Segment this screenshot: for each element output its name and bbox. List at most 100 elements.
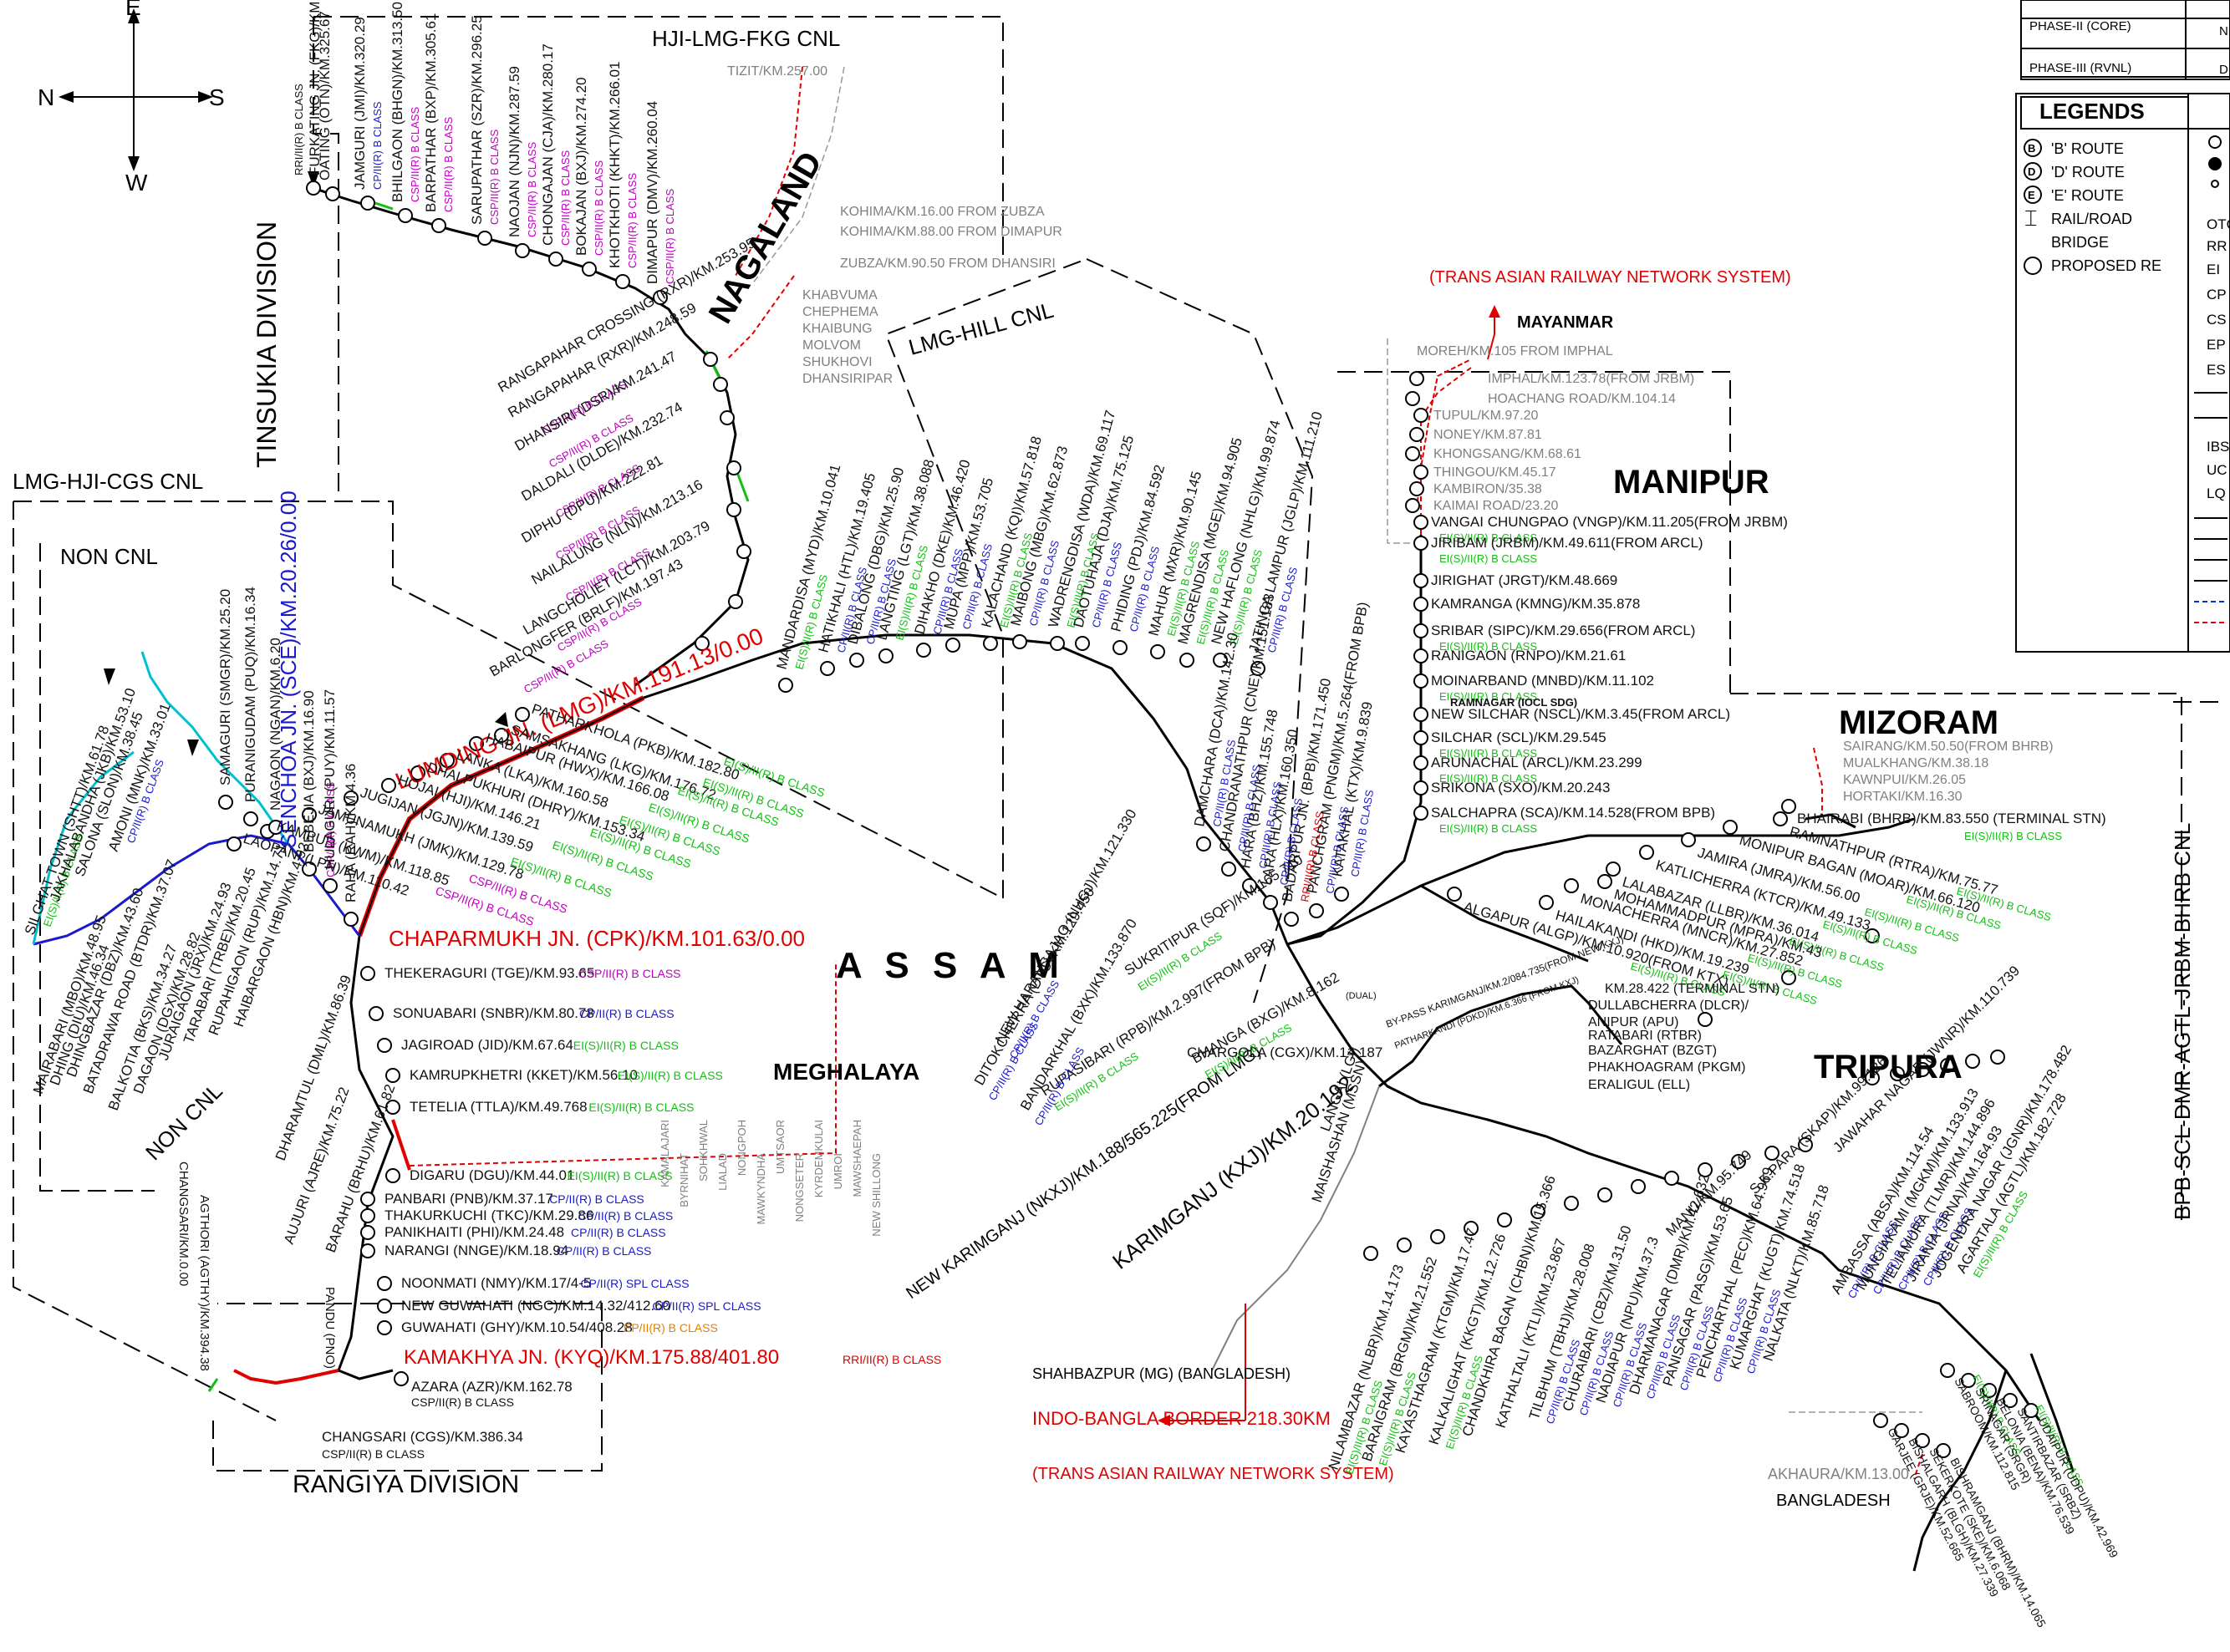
station-hulaguri-puy-km-11-57-node[interactable] (323, 878, 338, 893)
station-langting-lgt-km-38-088-node[interactable] (878, 648, 894, 663)
station-mahur-mxr-km-90-145-node[interactable] (1150, 644, 1165, 659)
station-hailakandi-hkd-km-19-239-node[interactable] (1539, 895, 1554, 910)
station-bhilgaon-bhgn-km-313-50-node[interactable] (398, 208, 413, 223)
manipur-grey-4-node[interactable] (1409, 427, 1424, 442)
station-silchar-scl-km-29-545-node[interactable] (1413, 730, 1428, 745)
station-vangai-chungpao-vngp-km-11-205-from-jrbm-node[interactable] (1413, 515, 1428, 530)
station-sarupathar-szr-km-296-25-node[interactable] (477, 231, 492, 246)
station-mungiakami-mgkm-km-133-913-node[interactable] (1890, 1066, 1905, 1081)
station-kumarghat-kugt-km-74-518-node[interactable] (1764, 1146, 1779, 1161)
station-bokajan-bxj-km-274-20-node[interactable] (582, 262, 597, 277)
station-furkating-node[interactable] (306, 180, 321, 196)
station-lara-hlx-km-160-350-node[interactable] (1263, 895, 1278, 910)
station-new-silchar-nscl-km-3-45-from-arcl-node[interactable] (1413, 707, 1428, 722)
station-tetelia-ttla-km-49-768-node[interactable] (385, 1100, 400, 1115)
station-diphu-dpu-km-222-81-node[interactable] (726, 502, 741, 517)
station-jirighat-jrgt-km-48-669-node[interactable] (1413, 573, 1428, 588)
station-laopani-lpn-km-110-42-node[interactable] (227, 836, 242, 851)
station-phiding-pdj-km-84-592-node[interactable] (1112, 640, 1128, 655)
station-kayasthagram-ktgm-km-17-47-node[interactable] (1430, 1229, 1445, 1244)
station-ambassa-absa-km-114-54-node[interactable] (1865, 1070, 1880, 1085)
station-naojan-njn-km-287-59-node[interactable] (515, 243, 530, 258)
station-chandranathpur-cne-km-151-183-node[interactable] (1221, 862, 1236, 877)
station-santirbazar-srbz-node[interactable] (2003, 1393, 2018, 1408)
station-baraigram-brgm-km-21-552-node[interactable] (1397, 1238, 1412, 1253)
station-katlicherra-ktcr-km-49-133-node[interactable] (1639, 845, 1654, 860)
station-dhansiri-dsr-km-241-47-node[interactable] (720, 410, 735, 425)
manipur-grey-5-node[interactable] (1405, 446, 1420, 461)
station-jamunamukh-jmk-km-129-78-node[interactable] (302, 807, 317, 822)
station-damchara-dca-km-142-30-node[interactable] (1196, 836, 1211, 851)
station-ramnathpur-rtra-km-75-77-node[interactable] (1773, 811, 1788, 826)
station-kathaltali-ktli-km-23-867-node[interactable] (1530, 1204, 1545, 1219)
station-dhalpukhuri-dhry-km-153-34-node[interactable] (410, 765, 425, 780)
station-mupa-mpp-km-53-705-node[interactable] (945, 638, 960, 653)
station-wadrengdisa-wda-km-69-117-node[interactable] (1050, 636, 1065, 651)
station-new-haflong-nhlg-km-99-874-node[interactable] (1213, 653, 1228, 668)
station-nagaon-ngan-km-6-20-node[interactable] (268, 820, 283, 835)
manipur-grey-7-node[interactable] (1409, 481, 1424, 496)
station-guwahati-ghy-km-10-54-408-28-node[interactable] (377, 1320, 392, 1335)
station-thekeraguri-tge-km-93-65-node[interactable] (360, 966, 375, 981)
manipur-grey-2-node[interactable] (1405, 391, 1420, 406)
station-thakurkuchi-tkc-km-29-86-node[interactable] (360, 1208, 375, 1223)
station-kalachand-kqi-km-57-818-node[interactable] (983, 636, 998, 651)
station-jamguri-jmi-km-320-29-node[interactable] (360, 196, 375, 211)
station-bhairabi-bhrb-km-83-550-terminal-stn-node[interactable] (1781, 799, 1796, 814)
station-arunachal-arcl-km-23-299-node[interactable] (1413, 755, 1428, 770)
station-narangi-nnge-km-18-94-node[interactable] (360, 1243, 375, 1258)
station-srikona-sxo-km-20-243-node[interactable] (1413, 780, 1428, 796)
station-sekerkote-ske-km-6-068-node[interactable] (1915, 1433, 1930, 1448)
station-panisagar-pasg-km-53-65-node[interactable] (1698, 1162, 1713, 1177)
station-panbari-pnb-km-37-17-node[interactable] (360, 1192, 375, 1207)
station-daldali-dlde-km-232-74-node[interactable] (726, 460, 741, 475)
station-moinarband-mnbd-km-11-102-node[interactable] (1413, 674, 1428, 689)
station-puranigudam-puq-km-16-34-node[interactable] (243, 811, 258, 826)
station-nadiapur-npu-km-37-3-node[interactable] (1631, 1179, 1646, 1194)
station-jogendra-nagar-jgnr-km-178-482-node[interactable] (1965, 1054, 1980, 1069)
station-kamranga-kmng-km-35-878-node[interactable] (1413, 597, 1428, 612)
station-patharkhola-pkb-km-182-80-node[interactable] (515, 707, 530, 722)
station-daotuhaja-dja-km-75-125-node[interactable] (1075, 636, 1090, 651)
station-manu-km-95-749-node[interactable] (1698, 1012, 1713, 1027)
station-belonia-bena-km-76-539-node[interactable] (1982, 1383, 1997, 1398)
station-sribar-sipc-km-29-656-from-arcl-node[interactable] (1413, 623, 1428, 638)
station-langcholiet-lct-km-203-79-node[interactable] (728, 594, 743, 609)
station-jugijan-jgjn-km-139-59-node[interactable] (344, 790, 359, 806)
station-jatinga-lampur-jglp-km-111-210-node[interactable] (1250, 661, 1265, 676)
station-ranigaon-rnpo-km-21-61-node[interactable] (1413, 648, 1428, 663)
station-magrendisa-mge-km-94-905-node[interactable] (1179, 653, 1194, 668)
station-jirania-jrna-km-164-93-node[interactable] (1940, 1058, 1955, 1073)
station-rangapahar-rxr-km-248-59-node[interactable] (713, 377, 728, 392)
station-monacherra-mncr-km-27-852-node[interactable] (1564, 878, 1579, 893)
station-teliamura-tlmr-km-144-896-node[interactable] (1915, 1062, 1930, 1077)
station-rangapahar-crossing-rxr-km-253-95-node[interactable] (703, 352, 718, 367)
station-garjee-grje-km-52-665-node[interactable] (1873, 1413, 1888, 1428)
station-jamira-jmra-km-56-00-node[interactable] (1681, 832, 1696, 847)
station-dimapur-dmv-km-260-04-node[interactable] (653, 290, 668, 305)
station-badarpur-jn-bpb-km-171-450-node[interactable] (1284, 912, 1299, 927)
manipur-grey-3-node[interactable] (1413, 408, 1428, 423)
station-mandardisa-myd-km-10-041-node[interactable] (778, 678, 793, 693)
station-oating-otn-km-325-67-node[interactable] (325, 186, 340, 201)
station-kalkalighat-kkgt-km-12-726-node[interactable] (1464, 1221, 1479, 1236)
station-udaipur-udpu-km-42-969-node[interactable] (2024, 1403, 2039, 1418)
manipur-grey-1-node[interactable] (1409, 371, 1424, 386)
station-dihakho-dke-km-46-420-node[interactable] (916, 643, 931, 658)
station-maibong-mbg-km-62-873-node[interactable] (1012, 634, 1027, 649)
station-sabroom-km-112-815-node[interactable] (1940, 1363, 1955, 1378)
station-katakhal-ktx-km-9-839-node[interactable] (1334, 887, 1349, 902)
station-samaguri-smgr-km-25-20-node[interactable] (218, 795, 233, 810)
station-hatikhali-htl-km-19-405-node[interactable] (820, 661, 835, 676)
station-chongajan-cja-km-280-17-node[interactable] (548, 252, 563, 267)
station-dibalong-dbg-km-25-90-node[interactable] (849, 653, 864, 668)
station-jiribam-jrbm-km-49-611-from-arcl-node[interactable] (1413, 536, 1428, 551)
station-samsakhang-lkg-km-176-72-node[interactable] (494, 728, 509, 743)
station-bishalgarh-blgh-km-27-339-node[interactable] (1894, 1423, 1909, 1438)
station-salchapra-sca-km-14-528-from-bpb-node[interactable] (1413, 806, 1428, 821)
station-panchgram-pngm-km-5-264-from-bpb-node[interactable] (1309, 903, 1324, 918)
station-nilambazar-nlbr-km-14-173-node[interactable] (1363, 1246, 1378, 1261)
station-lanka-lka-km-160-58-node[interactable] (440, 753, 455, 768)
station-s-k-para-skap-km-99-126-node[interactable] (1781, 970, 1796, 985)
station-dharmanagar-dmr-km-42-632-node[interactable] (1664, 1171, 1679, 1186)
